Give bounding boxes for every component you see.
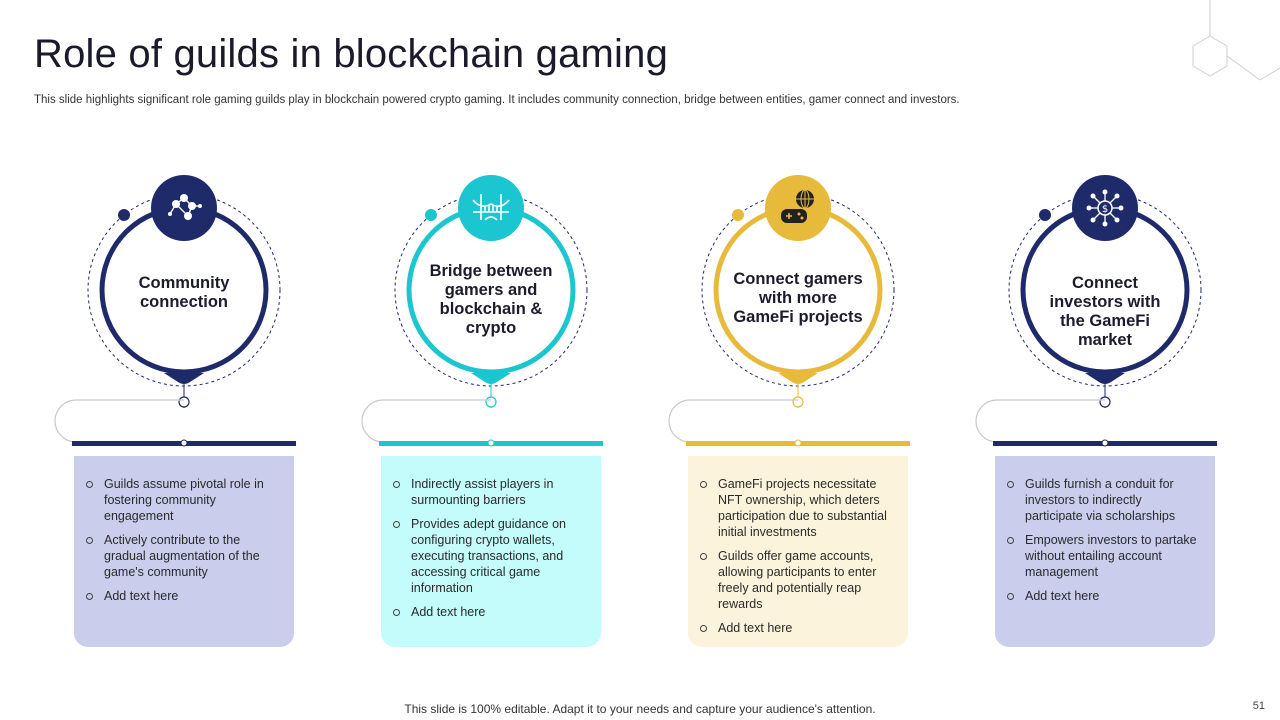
community-details-card: Guilds assume pivotal role in fostering … (74, 456, 294, 647)
community-heading: Community connection (138, 274, 230, 311)
investors-heading: Connect investors with the GameFi market (1049, 274, 1161, 349)
investor-network-icon: $ (1072, 175, 1138, 241)
bridge-icon (458, 175, 524, 241)
bridge-bullet-1: Indirectly assist players in surmounting… (393, 476, 587, 508)
gamefi-projects-bullet-3: Add text here (700, 620, 894, 636)
gamefi-projects-bullet-1: GameFi projects necessitate NFT ownershi… (700, 476, 894, 540)
page-subtitle: This slide highlights significant role g… (34, 94, 960, 106)
footer-note: This slide is 100% editable. Adapt it to… (404, 702, 876, 716)
gamefi-projects-details-card: GameFi projects necessitate NFT ownershi… (688, 456, 908, 647)
role-column-community: Community connection Guilds assume pivot… (54, 170, 314, 660)
investors-bullet-3: Add text here (1007, 588, 1201, 604)
investors-details-card: Guilds furnish a conduit for investors t… (995, 456, 1215, 647)
community-network-icon (151, 175, 217, 241)
gamefi-projects-bullet-2: Guilds offer game accounts, allowing par… (700, 548, 894, 612)
investors-ring-graphic (975, 193, 1217, 447)
investors-bullet-1: Guilds furnish a conduit for investors t… (1007, 476, 1201, 524)
bridge-details-card: Indirectly assist players in surmounting… (381, 456, 601, 647)
gamepad-globe-icon (765, 175, 831, 241)
role-column-gamefi-projects: Connect gamers with more GameFi projects… (668, 170, 928, 660)
investors-bullet-2: Empowers investors to partake without en… (1007, 532, 1201, 580)
page-number: 51 (1252, 700, 1265, 712)
svg-text:$: $ (1102, 204, 1108, 215)
bridge-bullet-2: Provides adept guidance on configuring c… (393, 516, 587, 596)
hexagon-decoration (1192, 0, 1280, 81)
gamefi-projects-heading: Connect gamers with more GameFi projects (733, 270, 863, 326)
role-column-bridge: Bridge between gamers and blockchain & c… (361, 170, 621, 660)
community-ring-graphic (54, 193, 296, 447)
role-column-investors: $ Connect investors with the GameFi mark… (975, 170, 1235, 660)
community-bullet-1: Guilds assume pivotal role in fostering … (86, 476, 280, 524)
community-bullet-3: Add text here (86, 588, 280, 604)
gamefi-ring-graphic (668, 193, 910, 447)
bridge-heading: Bridge between gamers and blockchain & c… (429, 262, 553, 337)
community-bullet-2: Actively contribute to the gradual augme… (86, 532, 280, 580)
page-title: Role of guilds in blockchain gaming (34, 32, 669, 76)
bridge-bullet-3: Add text here (393, 604, 587, 620)
